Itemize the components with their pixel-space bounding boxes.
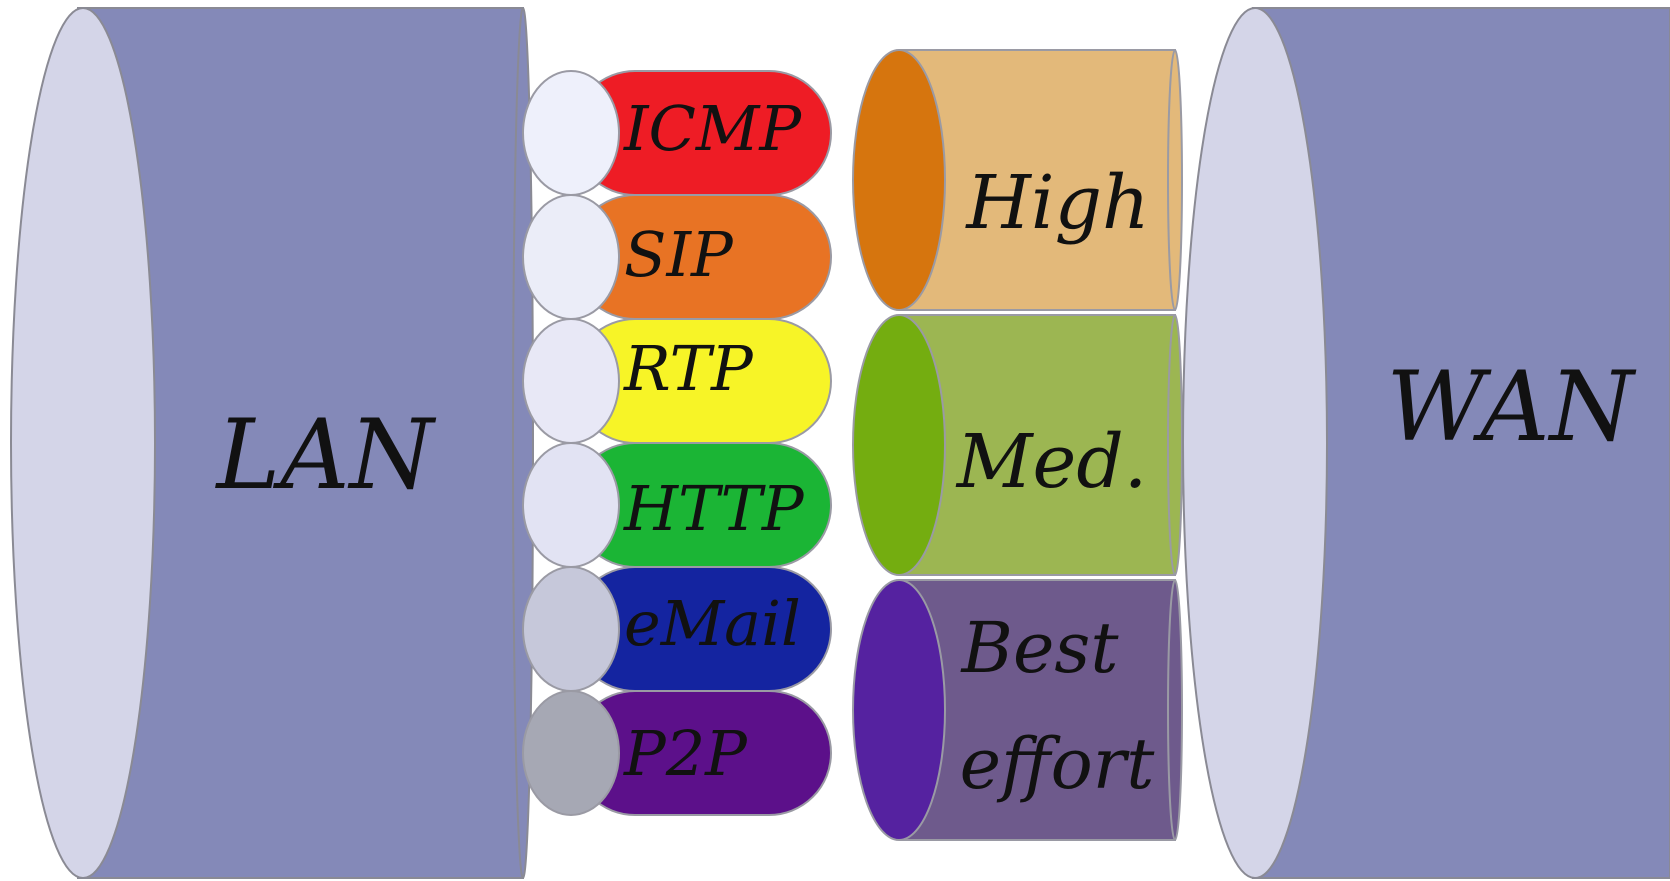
protocol-label: RTP xyxy=(623,332,754,405)
priority-label: High xyxy=(964,160,1149,246)
wan-label: WAN xyxy=(1386,351,1636,463)
protocol-label: ICMP xyxy=(623,92,802,165)
protocol-pipe-end xyxy=(522,690,620,816)
priority-pipe-high: High xyxy=(852,49,1183,311)
protocol-label: eMail xyxy=(624,587,801,660)
protocol-pipe-end xyxy=(522,194,620,320)
protocol-pipe-http: HTTP xyxy=(522,442,832,568)
protocol-pipe-end xyxy=(522,70,620,196)
priority-pipe-back-end xyxy=(1167,314,1183,576)
protocol-label: SIP xyxy=(624,218,734,291)
priority-pipes: High Med. Best effort xyxy=(852,49,1183,841)
lan-label: LAN xyxy=(214,399,436,511)
protocol-pipes: ICMP SIP RTP HTTP eMail P2P xyxy=(522,70,832,816)
protocol-pipe-email: eMail xyxy=(522,566,832,692)
protocol-pipe-rtp: RTP xyxy=(522,318,832,444)
protocol-pipe-end xyxy=(522,318,620,444)
wan-pipe: WAN xyxy=(1182,7,1670,879)
lan-pipe: LAN xyxy=(10,7,534,879)
protocol-label: HTTP xyxy=(623,472,805,545)
priority-pipe-front-end xyxy=(852,314,946,576)
priority-label: Med. xyxy=(955,419,1147,505)
protocol-pipe-p2p: P2P xyxy=(522,690,832,816)
priority-pipe-back-end xyxy=(1167,49,1183,311)
priority-pipe-back-end xyxy=(1167,579,1183,841)
protocol-pipe-end xyxy=(522,442,620,568)
protocol-pipe-sip: SIP xyxy=(522,194,832,320)
priority-pipe-medium: Med. xyxy=(852,314,1183,576)
priority-pipe-front-end xyxy=(852,579,946,841)
wan-pipe-front-end xyxy=(1182,7,1328,879)
priority-label-line-1: Best xyxy=(960,607,1120,689)
priority-pipe-best-effort: Best effort xyxy=(852,579,1183,841)
lan-pipe-front-end xyxy=(10,7,156,879)
priority-label-line-2: effort xyxy=(960,723,1156,805)
lan-pipe-back-end xyxy=(512,7,534,879)
protocol-pipe-end xyxy=(522,566,620,692)
protocol-pipe-icmp: ICMP xyxy=(522,70,832,196)
priority-pipe-front-end xyxy=(852,49,946,311)
protocol-label: P2P xyxy=(623,717,748,790)
